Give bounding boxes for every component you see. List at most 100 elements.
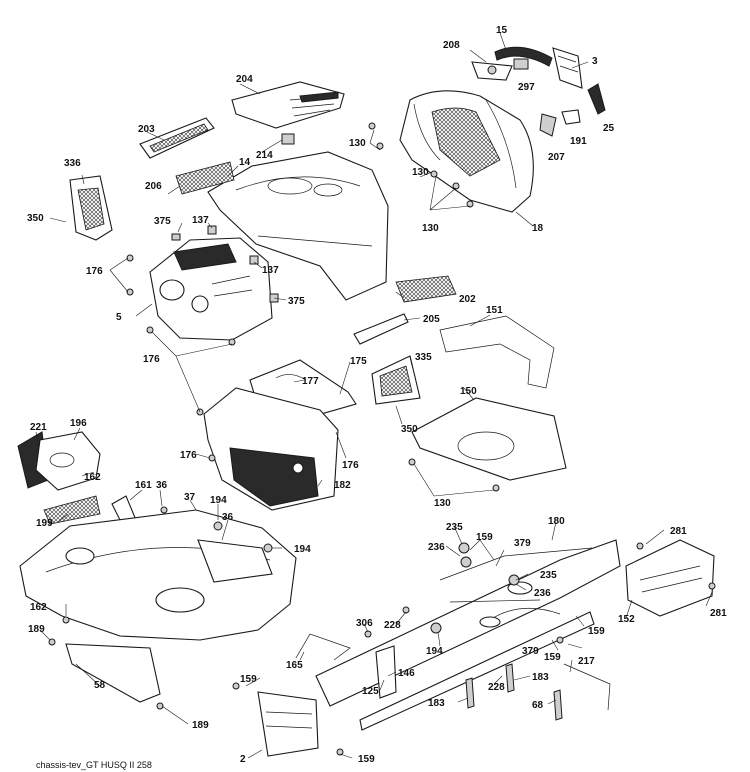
callout-176d: 176 — [180, 450, 197, 461]
callout-281b: 281 — [710, 608, 727, 619]
callout-236b: 236 — [534, 588, 551, 599]
callout-235b: 235 — [540, 570, 557, 581]
trim-strip-part — [494, 46, 553, 67]
callout-159d: 159 — [240, 674, 257, 685]
callout-151: 151 — [486, 305, 503, 316]
lower-grille-part — [395, 275, 457, 303]
washer-part — [263, 543, 273, 553]
callout-176e: 176 — [342, 460, 359, 471]
bracket-part — [375, 645, 397, 699]
bracket-part — [281, 133, 295, 145]
callout-350b: 350 — [401, 424, 418, 435]
callout-37: 37 — [184, 492, 196, 503]
bracket-part — [43, 495, 101, 525]
callout-58: 58 — [94, 680, 106, 691]
callout-203: 203 — [138, 124, 155, 135]
callout-183a: 183 — [532, 672, 549, 683]
callout-162a: 162 — [84, 472, 101, 483]
latch-part — [561, 109, 581, 125]
callout-375a: 375 — [154, 216, 171, 227]
callout-204: 204 — [236, 74, 253, 85]
clip-part — [171, 233, 181, 241]
linkage-rod-part — [563, 663, 611, 711]
callout-5: 5 — [116, 312, 122, 323]
trim-part — [353, 313, 409, 345]
knob-part — [539, 113, 557, 137]
callout-68: 68 — [532, 700, 544, 711]
callout-177: 177 — [302, 376, 319, 387]
callout-194c: 194 — [426, 646, 443, 657]
floor-panel-part — [411, 397, 567, 481]
callout-36b: 36 — [222, 512, 234, 523]
callout-206: 206 — [145, 181, 162, 192]
callout-306: 306 — [356, 618, 373, 629]
headlight-lens-part — [552, 47, 583, 89]
callout-350a: 350 — [27, 213, 44, 224]
callout-281a: 281 — [670, 526, 687, 537]
callout-159c: 159 — [544, 652, 561, 663]
callout-159b: 159 — [588, 626, 605, 637]
callout-137a: 137 — [192, 215, 209, 226]
callout-183b: 183 — [428, 698, 445, 709]
leader-lines — [35, 32, 713, 759]
callout-176b: 176 — [143, 354, 160, 365]
callout-159e: 159 — [358, 754, 375, 765]
callout-194a: 194 — [210, 495, 227, 506]
callout-236a: 236 — [428, 542, 445, 553]
callout-165: 165 — [286, 660, 303, 671]
callout-159a: 159 — [476, 532, 493, 543]
bolt-part — [505, 663, 515, 693]
callout-176a: 176 — [86, 266, 103, 277]
callout-199: 199 — [36, 518, 53, 529]
callout-189b: 189 — [192, 720, 209, 731]
callout-217: 217 — [578, 656, 595, 667]
callout-36a: 36 — [156, 480, 168, 491]
callout-130b: 130 — [412, 167, 429, 178]
clip-part — [249, 255, 259, 265]
callout-150: 150 — [460, 386, 477, 397]
hood-vent-part — [231, 81, 345, 129]
washer-part — [213, 521, 223, 531]
callout-379a: 379 — [514, 538, 531, 549]
callout-2: 2 — [240, 754, 246, 765]
front-axle-part — [257, 691, 319, 757]
callout-175: 175 — [350, 356, 367, 367]
callout-191: 191 — [570, 136, 587, 147]
callout-335: 335 — [415, 352, 432, 363]
callout-194b: 194 — [294, 544, 311, 555]
mounting-bracket-part — [439, 315, 555, 389]
callout-152: 152 — [618, 614, 635, 625]
callout-182: 182 — [334, 480, 351, 491]
callout-25: 25 — [603, 123, 615, 134]
callout-205: 205 — [423, 314, 440, 325]
callout-202: 202 — [459, 294, 476, 305]
callout-162b: 162 — [30, 602, 47, 613]
callout-180: 180 — [548, 516, 565, 527]
part-number-labels: 15 208 3 297 204 25 191 207 203 130 214 … — [27, 25, 727, 765]
callout-196: 196 — [70, 418, 87, 429]
callout-137b: 137 — [262, 265, 279, 276]
side-trim-part — [587, 83, 606, 115]
callout-379b: 379 — [522, 646, 539, 657]
bolt-part — [553, 689, 563, 721]
callout-130a: 130 — [349, 138, 366, 149]
callout-375b: 375 — [288, 296, 305, 307]
console-insert-part — [175, 161, 235, 195]
callout-18: 18 — [532, 223, 544, 234]
callout-125: 125 — [362, 686, 379, 697]
callout-297: 297 — [518, 82, 535, 93]
callout-3: 3 — [592, 56, 598, 67]
callout-15: 15 — [496, 25, 508, 36]
callout-208: 208 — [443, 40, 460, 51]
callout-14: 14 — [239, 157, 251, 168]
callout-207: 207 — [548, 152, 565, 163]
callout-146: 146 — [398, 668, 415, 679]
axle-bracket-part — [65, 643, 161, 703]
diagram-footer-code: chassis-tev_GT HUSQ II 258 — [36, 760, 152, 770]
callout-228a: 228 — [384, 620, 401, 631]
callout-336: 336 — [64, 158, 81, 169]
fender-deck-part — [19, 509, 297, 641]
clip-part — [513, 58, 529, 70]
callout-221: 221 — [30, 422, 47, 433]
